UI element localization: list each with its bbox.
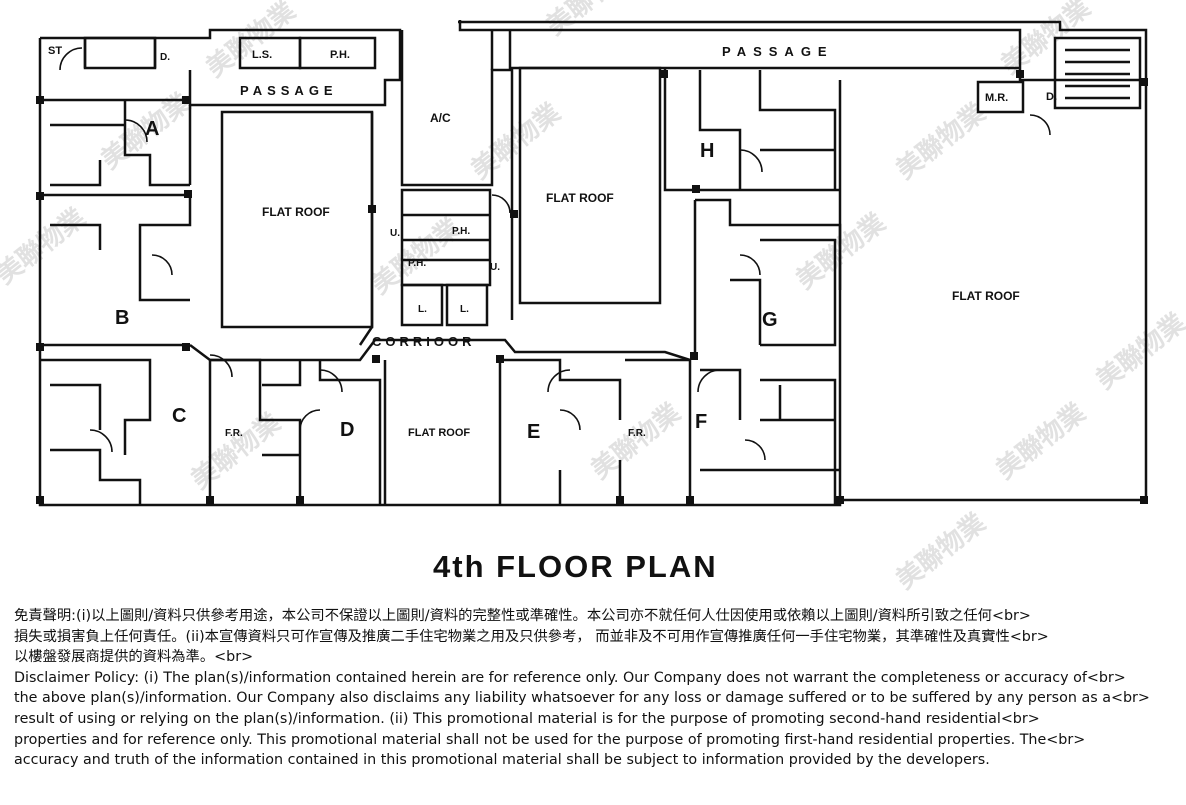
watermark: 美聯物業 [890,97,991,185]
watermark: 美聯物業 [0,202,91,290]
room-label-a: A [145,118,159,140]
label-door-left: D. [160,52,170,63]
walls [38,20,1148,507]
disclaimer-en-line: the above plan(s)/information. Our Compa… [14,690,1150,707]
watermark: 美聯物業 [585,397,686,485]
plan-title: 4th FLOOR PLAN [433,549,718,584]
disclaimer: 免責聲明:(i)以上圖則/資料只供參考用途，本公司不保證以上圖則/資料的完整性或… [14,606,1179,771]
room-label-b: B [115,307,129,329]
label-ph-top: P.H. [330,49,350,61]
disclaimer-en-line: accuracy and truth of the information co… [14,752,990,769]
watermark: 美聯物業 [890,507,991,595]
label-u-left: U. [390,228,400,239]
label-lift-2: L. [460,304,469,315]
watermark: 美聯物業 [1090,307,1186,395]
watermark: 美聯物業 [990,397,1091,485]
disclaimer-en-line: result of using or relying on the plan(s… [14,710,1040,727]
label-ac: A/C [430,111,451,125]
label-passage-right: PASSAGE [722,44,834,59]
watermark: 美聯物業 [200,0,301,84]
room-label-f: F [695,411,707,433]
room-label-c: C [172,405,186,427]
label-door-right: D. [1046,91,1057,103]
columns [36,70,1148,504]
room-label-e: E [527,421,540,443]
room-label-g: G [762,309,778,331]
label-fr-left: F.R. [225,428,243,439]
doors [59,47,1051,461]
disclaimer-en-line: Disclaimer Policy: (i) The plan(s)/infor… [14,669,1126,686]
room-label-h: H [700,140,714,162]
room-label-d: D [340,419,354,441]
disclaimer-zh-line: 損失或損害負上任何責任。(ii)本宣傳資料只可作宣傳及推廣二手住宅物業之用及只供… [14,628,1049,645]
label-ls: L.S. [252,49,272,61]
disclaimer-en-line: properties and for reference only. This … [14,731,1086,748]
label-flat-roof-1: FLAT ROOF [262,205,330,219]
label-flat-roof-2: FLAT ROOF [546,191,614,205]
label-flat-roof-3: FLAT ROOF [408,427,470,439]
label-lift-1: L. [418,304,427,315]
label-passage-left: PASSAGE [240,83,338,98]
label-st: ST [48,45,62,57]
floor-plan-drawing: 美聯物業 美聯物業 美聯物業 美聯物業 美聯物業 美聯物業 美聯物業 美聯物業 … [0,0,1186,596]
label-mr: M.R. [985,92,1008,104]
floor-plan: 美聯物業 美聯物業 美聯物業 美聯物業 美聯物業 美聯物業 美聯物業 美聯物業 … [0,0,1186,596]
label-corridor: CORRIOOR [372,334,476,349]
plan-labels: ST D. L.S. P.H. PASSAGE PASSAGE A/C M.R.… [48,44,1057,584]
label-fr-right: F.R. [628,428,646,439]
label-ph-mid: P.H. [452,226,470,237]
disclaimer-zh-line: 免責聲明:(i)以上圖則/資料只供參考用途，本公司不保證以上圖則/資料的完整性或… [14,608,1031,624]
label-flat-roof-4: FLAT ROOF [952,289,1020,303]
label-ph-low: P.H. [408,258,426,269]
disclaimer-zh-line: 以樓盤發展商提供的資料為準。<br> [14,649,254,666]
watermark: 美聯物業 [465,97,566,185]
label-u-right: U. [490,262,500,273]
